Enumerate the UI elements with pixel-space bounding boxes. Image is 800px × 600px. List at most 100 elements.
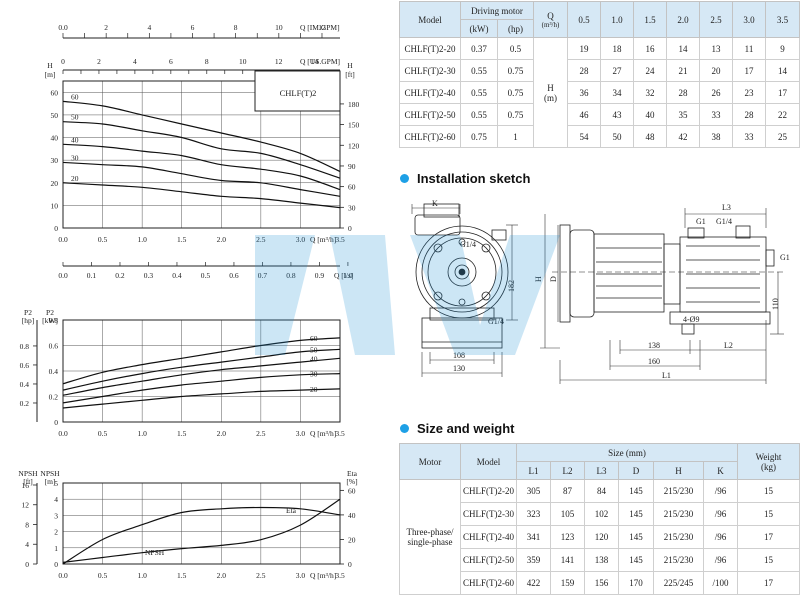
tick-label: 4 [133, 57, 137, 66]
size-col-header: L3 [584, 461, 619, 480]
cell-h-label: H(m) [533, 37, 568, 148]
tick-label: 0 [54, 418, 58, 427]
perf-header-driving-motor: Driving motor [460, 1, 534, 20]
tick-label: 5 [54, 479, 58, 488]
cell-head: 16 [633, 37, 667, 60]
tick-label: 50 [51, 111, 59, 120]
cell-size: 422 [516, 571, 551, 595]
tick-label: 0.4 [172, 271, 182, 280]
plot-frame [62, 80, 341, 229]
tick-label: 4 [25, 540, 29, 549]
tick-label: 2 [104, 23, 108, 32]
tick-label: 0.6 [20, 361, 30, 370]
cell-size: 156 [584, 571, 619, 595]
cell-size: 145 [618, 548, 654, 572]
power-curve-40 [62, 357, 341, 396]
tick-label: 1.5 [177, 235, 187, 244]
cell-head: 14 [666, 37, 700, 60]
cell-head: 34 [600, 81, 634, 104]
curve-label: 30 [310, 370, 318, 379]
cell-size: 170 [618, 571, 654, 595]
cell-motor: Three-phase/ single-phase [399, 479, 461, 595]
tick-label: 40 [348, 511, 356, 520]
size-col-header: K [702, 461, 739, 480]
tick-label: 0.8 [49, 316, 59, 325]
g14-top-label: G1/4 [716, 217, 732, 226]
tick-label: 1.5 [177, 429, 187, 438]
cell-size: 323 [516, 502, 551, 526]
cell-head: 13 [699, 37, 733, 60]
cell-head: 18 [600, 37, 634, 60]
dim-d-label: D [549, 276, 558, 282]
cell-model: CHLF(T)2-40 [399, 81, 461, 104]
size-header-size: Size (mm) [515, 443, 739, 462]
axis-label: Q [m³/h] [310, 235, 336, 244]
tick-label: 2 [97, 57, 101, 66]
axis-label: NPSH [40, 469, 60, 478]
cell-size: 215/230 [653, 479, 704, 503]
tick-label: 1.0 [137, 235, 147, 244]
axis-label: Q [m³/h] [310, 429, 336, 438]
cell-head: 32 [633, 81, 667, 104]
tick-label: 2.0 [217, 429, 227, 438]
cell-model: CHLF(T)2-30 [460, 502, 517, 526]
cell-size: 123 [550, 525, 585, 549]
cell-size: 105 [550, 502, 585, 526]
cell-size: 145 [618, 525, 654, 549]
tick-label: 2.5 [256, 429, 266, 438]
tick-label: 10 [51, 201, 59, 210]
tick-label: 30 [348, 203, 356, 212]
tick-label: 0.8 [20, 342, 30, 351]
axis-label: Q [US.GPM] [300, 57, 340, 66]
side-labels: L3 G1 G1/4 G1 H D 110 4-Ø9 138 L2 160 L1 [534, 203, 790, 380]
cell-head: 25 [765, 125, 800, 148]
cell-size: 102 [584, 502, 619, 526]
size-col-header: L1 [516, 461, 551, 480]
tick-label: 2.5 [256, 235, 266, 244]
cell-size: 159 [550, 571, 585, 595]
axis-label: [m] [45, 477, 56, 486]
front-dimensions [411, 204, 518, 377]
cell-head: 50 [600, 125, 634, 148]
model-box [254, 70, 341, 112]
tick-label: 2 [54, 528, 58, 537]
cell-head: 28 [567, 59, 601, 82]
cell-hp: 0.75 [497, 59, 534, 82]
cell-size: 84 [584, 479, 619, 503]
dim-l2-label: L2 [724, 341, 733, 350]
tick-label: 3.5 [335, 235, 345, 244]
cell-size: 120 [584, 525, 619, 549]
cell-size: 215/230 [653, 525, 704, 549]
cell-head: 11 [732, 37, 766, 60]
head-curve-40 [62, 143, 341, 191]
axis-label: [m] [45, 70, 56, 79]
tick-label: 3.0 [296, 235, 306, 244]
g14-side-label: G1/4 [488, 317, 504, 326]
axis-label: [hp] [22, 316, 35, 325]
tick-label: 1 [54, 544, 58, 553]
tick-label: 4 [147, 23, 151, 32]
cell-size: /100 [702, 571, 739, 595]
perf-header-model: Model [399, 1, 461, 38]
tick-label: 0.4 [20, 380, 30, 389]
cell-model: CHLF(T)2-50 [399, 103, 461, 126]
cell-head: 40 [633, 103, 667, 126]
plot-frame [62, 482, 341, 565]
axis-label: NPSH [18, 469, 38, 478]
cell-head: 19 [567, 37, 601, 60]
tick-label: 0 [348, 224, 352, 233]
tick-label: 0.5 [98, 571, 108, 580]
size-header-motor: Motor [399, 443, 461, 480]
cell-size: /96 [702, 525, 739, 549]
tick-label: 0.0 [58, 23, 68, 32]
performance-table: Model Driving motor Q(m³/h) 0.5 1.0 1.5 … [399, 1, 800, 148]
tick-label: 60 [51, 88, 59, 97]
curve-label: NPSH [145, 548, 165, 557]
curve-label: 60 [71, 92, 79, 101]
tick-label: 0.0 [58, 235, 68, 244]
tick-label: 3.0 [296, 429, 306, 438]
tick-label: 0.4 [49, 367, 59, 376]
cell-head: 42 [666, 125, 700, 148]
